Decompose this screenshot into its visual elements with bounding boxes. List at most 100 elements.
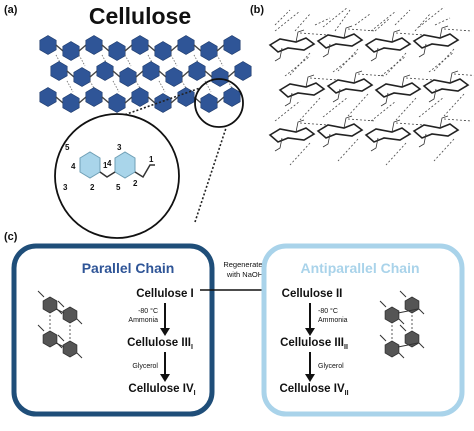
monomer-ring bbox=[404, 330, 420, 348]
hydroxyl-branch bbox=[284, 92, 293, 107]
glucose-ring-skeletal bbox=[412, 33, 460, 49]
hydroxyl-branch bbox=[343, 115, 353, 129]
glucose-ring-skeletal bbox=[412, 123, 460, 139]
glucose-hexagon bbox=[73, 67, 91, 87]
chain-bond bbox=[204, 70, 213, 78]
hydrogen-bond bbox=[380, 55, 407, 77]
inter-chain-bond bbox=[112, 80, 120, 93]
glucose-hexagon bbox=[108, 41, 126, 61]
hydrogen-bond bbox=[418, 6, 445, 28]
hydrogen-bond bbox=[274, 10, 301, 32]
hydrogen-bond bbox=[332, 51, 359, 73]
arrowhead-ii-to-iii bbox=[305, 328, 315, 336]
hydroxyl-branch bbox=[449, 70, 459, 84]
inter-chain-bond bbox=[204, 80, 212, 93]
glucose-hexagon bbox=[119, 67, 137, 87]
glucose-ring-left bbox=[79, 151, 101, 179]
chain-bond bbox=[216, 44, 225, 52]
side-group bbox=[399, 324, 407, 332]
monomer-ring bbox=[384, 306, 400, 324]
zoom-source-circle bbox=[194, 78, 244, 128]
parallel-chain-box bbox=[11, 243, 215, 417]
chain-bond bbox=[170, 96, 179, 104]
chain-bond bbox=[55, 96, 64, 104]
cellulose-iv-ii-label: Cellulose IVII bbox=[279, 383, 348, 397]
hydrogen-bond bbox=[354, 13, 371, 26]
hydroxyl-branch bbox=[322, 133, 331, 148]
hydrogen-bond bbox=[314, 17, 331, 26]
chain-bond bbox=[78, 96, 87, 104]
side-group bbox=[76, 352, 83, 359]
cellulose-iv-i-label: Cellulose IVI bbox=[128, 383, 195, 397]
glucose-hexagon bbox=[96, 61, 114, 81]
glucose-hexagon bbox=[223, 35, 241, 55]
inter-chain-bond bbox=[216, 54, 224, 67]
chain-bond bbox=[181, 70, 190, 78]
hydrogen-bond bbox=[418, 96, 445, 118]
panel-a-label: (a) bbox=[4, 4, 18, 16]
antiparallel-chain-box bbox=[261, 243, 465, 417]
hydrogen-bond bbox=[443, 28, 473, 32]
antiparallel-step1-temp: -80 °C bbox=[318, 307, 338, 315]
hydrogen-bond bbox=[299, 97, 321, 121]
hydroxyl-branch bbox=[391, 29, 401, 43]
chain-bond bbox=[216, 96, 225, 104]
hydroxyl-branch bbox=[401, 74, 411, 88]
hydroxyl-branch bbox=[418, 43, 427, 58]
antiparallel-chain-molecule bbox=[379, 290, 425, 359]
hydrogen-bond bbox=[322, 6, 349, 28]
cellulose-i-label: Cellulose I bbox=[136, 288, 194, 300]
glucose-hexagon bbox=[131, 87, 149, 107]
hydrogen-bond bbox=[395, 122, 425, 126]
ring-number-left-bottom: 3 bbox=[63, 183, 68, 192]
glycosidic-bond bbox=[99, 171, 116, 178]
chain-bond bbox=[124, 96, 133, 104]
hydroxyl-branch bbox=[439, 25, 449, 39]
glucose-ring-skeletal bbox=[374, 82, 422, 98]
ring-number-right-side: 4 bbox=[107, 159, 112, 168]
hydrogen-bond bbox=[299, 32, 329, 36]
side-group bbox=[37, 290, 45, 298]
parallel-step1-reagent: Ammonia bbox=[128, 317, 158, 324]
cellulose-ii-label: Cellulose II bbox=[282, 288, 343, 300]
hydroxyl-branch bbox=[305, 74, 315, 88]
side-group bbox=[57, 300, 65, 308]
glucose-hexagon bbox=[131, 35, 149, 55]
hydrogen-bond bbox=[347, 28, 377, 32]
hydrogen-bond bbox=[414, 13, 431, 32]
glucose-ring-skeletal bbox=[364, 127, 412, 143]
hydrogen-bond bbox=[453, 73, 474, 76]
hydroxyl-branch bbox=[428, 88, 437, 103]
ring-number-right-top: 3 bbox=[117, 143, 122, 152]
glucose-ring-skeletal bbox=[326, 78, 374, 94]
monomer-ring bbox=[62, 340, 78, 358]
hydroxyl-branch bbox=[380, 92, 389, 107]
ring-link bbox=[397, 342, 419, 348]
panel-c-label: (c) bbox=[4, 231, 18, 243]
hydrogen-bond bbox=[357, 73, 387, 77]
chain-bond bbox=[147, 96, 156, 104]
glucose-hexagon bbox=[62, 41, 80, 61]
hydroxyl-branch bbox=[274, 47, 283, 62]
hydrogen-bond bbox=[385, 142, 407, 166]
hydrogen-bond bbox=[274, 9, 291, 26]
glucose-ring-skeletal bbox=[364, 37, 412, 53]
glucose-hexagon bbox=[39, 87, 57, 107]
cellulose-chain-rows bbox=[39, 35, 252, 113]
side-group bbox=[399, 290, 407, 298]
inter-chain-bond bbox=[158, 80, 166, 93]
hydrogen-bond bbox=[374, 17, 391, 32]
glucose-ring-skeletal bbox=[316, 123, 364, 139]
hydrogen-bond bbox=[347, 93, 369, 117]
monomer-ring bbox=[384, 340, 400, 358]
side-group bbox=[57, 334, 65, 342]
chain-bond bbox=[193, 44, 202, 52]
cellulose-title: Cellulose bbox=[89, 3, 191, 29]
arrowhead-i-to-iii bbox=[160, 328, 170, 336]
hydrogen-bond bbox=[347, 118, 377, 122]
glucose-hexagon bbox=[85, 87, 103, 107]
antiparallel-step1-reagent: Ammonia bbox=[318, 317, 348, 324]
glucose-ring-skeletal bbox=[268, 37, 316, 53]
glucose-ring-skeletal bbox=[422, 78, 470, 94]
